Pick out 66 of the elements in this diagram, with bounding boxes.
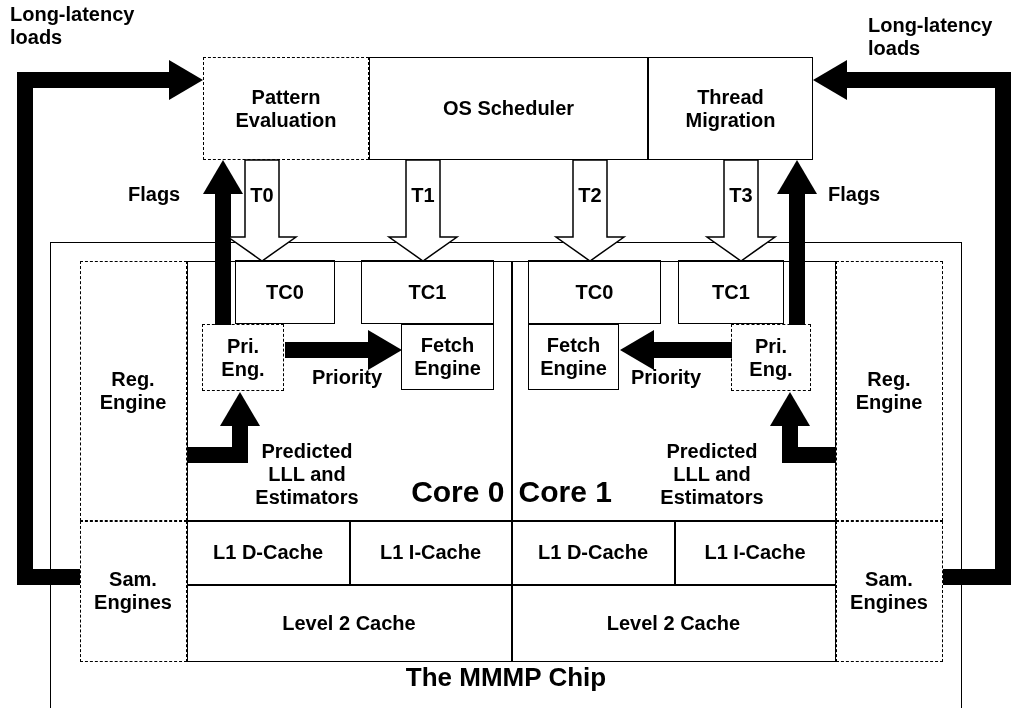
box-label: TC0 [266, 280, 304, 304]
process-box [186, 520, 350, 585]
box-label: TC1 [712, 280, 750, 304]
thick-arrow [203, 160, 243, 325]
box-label: L1 I-Cache [379, 541, 482, 564]
process-box [511, 520, 675, 585]
core-label: Core 1 [518, 475, 612, 510]
box-label: Sam. Engines [93, 568, 173, 614]
process-box [674, 520, 836, 585]
process-box [401, 324, 494, 390]
edge-label: T2 [577, 184, 603, 207]
box-label: L1 D-Cache [213, 541, 323, 564]
box-label: L1 D-Cache [538, 541, 648, 564]
edge-label: Predicted LLL and Estimators [254, 440, 360, 509]
process-box [528, 260, 661, 324]
dashed-box [731, 324, 811, 391]
box-label: TC0 [575, 280, 614, 304]
box-label: OS Scheduler [442, 97, 575, 120]
dashed-box [79, 520, 187, 662]
edge-label: T1 [410, 184, 436, 207]
dashed-box [79, 260, 187, 521]
core-region [186, 260, 512, 521]
dashed-box [835, 260, 943, 521]
box-label: Level 2 Cache [606, 611, 741, 635]
edge-label: Flags [828, 183, 882, 206]
edge-label: Priority [631, 366, 703, 389]
box-label: Level 2 Cache [282, 611, 416, 635]
box-label: L1 I-Cache [704, 541, 806, 564]
box-label: Reg. Engine [854, 367, 924, 414]
box-label: Reg. Engine [98, 367, 168, 414]
thick-arrow [813, 60, 1011, 585]
box-label: Pattern Evaluation [234, 85, 338, 132]
box-label: Sam. Engines [849, 568, 929, 614]
core-region [511, 260, 836, 521]
hollow-arrow [704, 159, 778, 262]
process-box [235, 260, 335, 324]
core-label: Core 0 [411, 475, 505, 510]
dashed-box [835, 520, 943, 662]
process-box [349, 520, 512, 585]
process-box [648, 57, 813, 160]
thick-arrow [285, 330, 402, 370]
box-label: Fetch Engine [413, 334, 482, 380]
hollow-arrow [553, 159, 627, 262]
process-box [511, 584, 836, 662]
process-box [678, 260, 784, 324]
edge-label: Predicted LLL and Estimators [659, 440, 765, 509]
thick-arrow [620, 330, 732, 370]
hollow-arrow [386, 159, 460, 262]
dashed-box [202, 324, 284, 391]
process-box [186, 584, 512, 662]
edge-label: Long-latency loads [868, 14, 994, 60]
box-label: Pri. Eng. [748, 334, 794, 381]
edge-label: Flags [128, 183, 182, 206]
edge-label: T3 [728, 184, 754, 207]
thick-arrow [770, 392, 836, 463]
box-label: Pri. Eng. [220, 334, 266, 381]
edge-label: Priority [312, 366, 384, 389]
edge-label: Long-latency loads [10, 3, 136, 49]
box-label: TC1 [408, 280, 447, 304]
process-box [369, 57, 648, 160]
box-label: Thread Migration [684, 85, 777, 132]
chip-label: The MMMP Chip [404, 663, 608, 693]
edge-label: T0 [249, 184, 275, 207]
process-box [528, 324, 619, 390]
box-label: Fetch Engine [539, 334, 608, 380]
process-box [361, 260, 494, 324]
